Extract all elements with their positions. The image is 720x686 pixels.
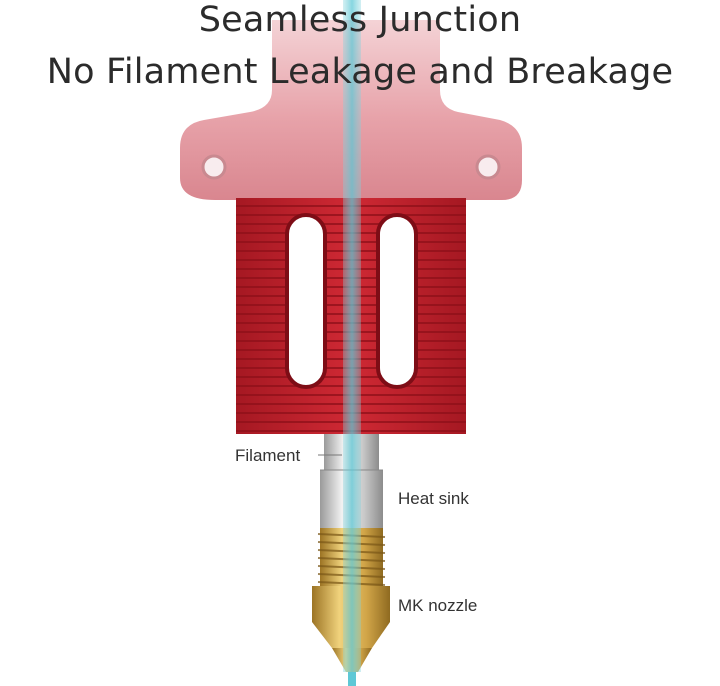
label-filament: Filament xyxy=(235,446,301,465)
mount-hole-right xyxy=(475,154,501,180)
filament-beam xyxy=(343,0,361,686)
heatsink-slot-right xyxy=(376,213,418,389)
mount-hole-left xyxy=(201,154,227,180)
label-heat-sink: Heat sink xyxy=(398,489,469,508)
title-line-2: No Filament Leakage and Breakage xyxy=(46,52,674,92)
label-mk-nozzle: MK nozzle xyxy=(398,596,478,615)
title-line-1: Seamless Junction xyxy=(198,0,522,40)
heatsink-slot-left xyxy=(285,213,327,389)
